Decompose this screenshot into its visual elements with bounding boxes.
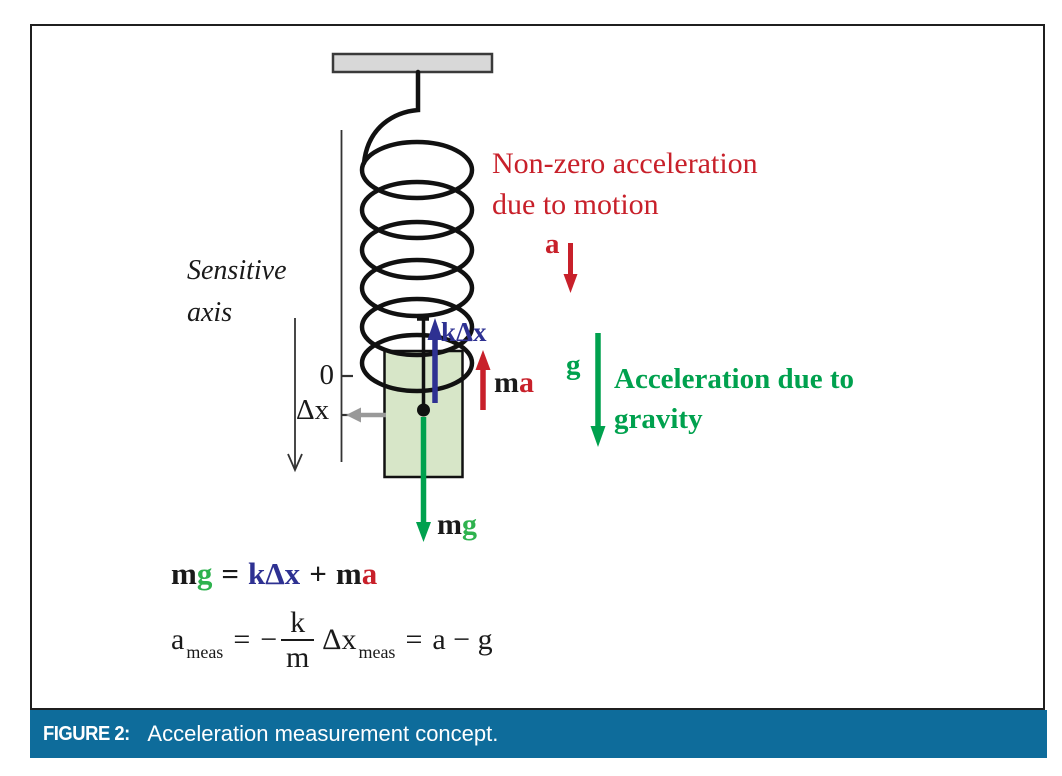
- eq1-kdx: kΔx: [248, 556, 301, 591]
- eq2-result: a − g: [432, 623, 493, 656]
- eq1-equals: =: [221, 556, 239, 591]
- weight-label: mg: [437, 508, 477, 542]
- eq2-a: a: [171, 623, 185, 656]
- proof-mass-line: [417, 317, 429, 410]
- spring-coil-loop: [359, 139, 475, 201]
- sensitive-axis-line2: axis: [187, 297, 233, 328]
- eq1-g: g: [196, 556, 213, 591]
- eq1-m2: m: [335, 556, 362, 591]
- delta-x-label: Δx: [296, 394, 330, 426]
- figure-frame: [30, 24, 1045, 710]
- spring-coil: [359, 139, 475, 394]
- weight-g: g: [462, 508, 477, 541]
- eq2-equals1: =: [233, 623, 251, 656]
- figure-label: FIGURE 2:: [43, 722, 130, 745]
- inertial-force-arrow: [475, 350, 491, 410]
- spring-force-arrowhead: [427, 318, 443, 340]
- eq2-equals2: =: [405, 623, 423, 656]
- inertial-force-arrowhead: [475, 350, 491, 370]
- figure-caption: Acceleration measurement concept.: [147, 721, 499, 746]
- ceiling-bar: [331, 52, 494, 74]
- spring-force-label: kΔx: [441, 317, 487, 347]
- eq1-plus: +: [309, 556, 327, 591]
- gravity-text: Acceleration due to gravity: [614, 359, 854, 439]
- proof-mass-dot: [417, 403, 430, 417]
- spring-coil-loop: [359, 219, 475, 281]
- displacement-arrowhead: [346, 407, 361, 423]
- force-balance-equation: mg=kΔx+ma: [171, 556, 377, 592]
- inertial-force-a: a: [519, 366, 534, 399]
- eq2-dx-sub: meas: [358, 642, 396, 662]
- acceleration-a-label: a: [545, 228, 560, 260]
- gravity-g-label: g: [566, 349, 581, 381]
- eq2-numerator: k: [281, 606, 315, 641]
- eq1-a: a: [361, 556, 378, 591]
- motion-text: Non-zero acceleration due to motion: [492, 143, 758, 225]
- eq2-denominator: m: [285, 641, 310, 674]
- motion-text-line2: due to motion: [492, 188, 659, 221]
- weight-m: m: [437, 508, 462, 541]
- eq2-fraction: k m: [281, 606, 315, 674]
- acceleration-a-arrow: [563, 243, 578, 293]
- gravity-arrowhead: [590, 426, 606, 447]
- caption-bar: FIGURE 2: Acceleration measurement conce…: [30, 710, 1047, 758]
- weight-arrowhead: [416, 522, 431, 542]
- spring-coil-loop: [359, 296, 475, 358]
- sensitive-axis-label: Sensitive axis: [187, 250, 287, 334]
- spring-coil-loop: [359, 332, 475, 394]
- inertial-force-label: ma: [494, 366, 534, 400]
- spring-hook: [361, 69, 421, 166]
- zero-label: 0: [319, 359, 335, 391]
- eq2-a-sub: meas: [186, 642, 224, 662]
- displacement-arrow: [346, 407, 386, 423]
- sensitive-axis-arrow: [287, 318, 303, 473]
- gravity-text-line1: Acceleration due to: [614, 363, 854, 395]
- spring-coil-loop: [359, 257, 475, 319]
- sensitive-axis-line1: Sensitive: [187, 255, 287, 286]
- inertial-force-m: m: [494, 366, 519, 399]
- motion-text-line1: Non-zero acceleration: [492, 147, 758, 180]
- gravity-text-line2: gravity: [614, 403, 703, 435]
- eq2-minus: −: [260, 623, 278, 656]
- spring-force-arrow: [427, 318, 443, 403]
- acceleration-a-arrowhead: [563, 274, 578, 293]
- eq2-dx: Δx: [322, 623, 357, 656]
- weight-arrow: [416, 417, 431, 542]
- spring-coil-loop: [359, 179, 475, 241]
- eq1-m1: m: [171, 556, 197, 591]
- gravity-arrow: [590, 333, 606, 447]
- sensitive-axis-arrowhead: [287, 453, 303, 473]
